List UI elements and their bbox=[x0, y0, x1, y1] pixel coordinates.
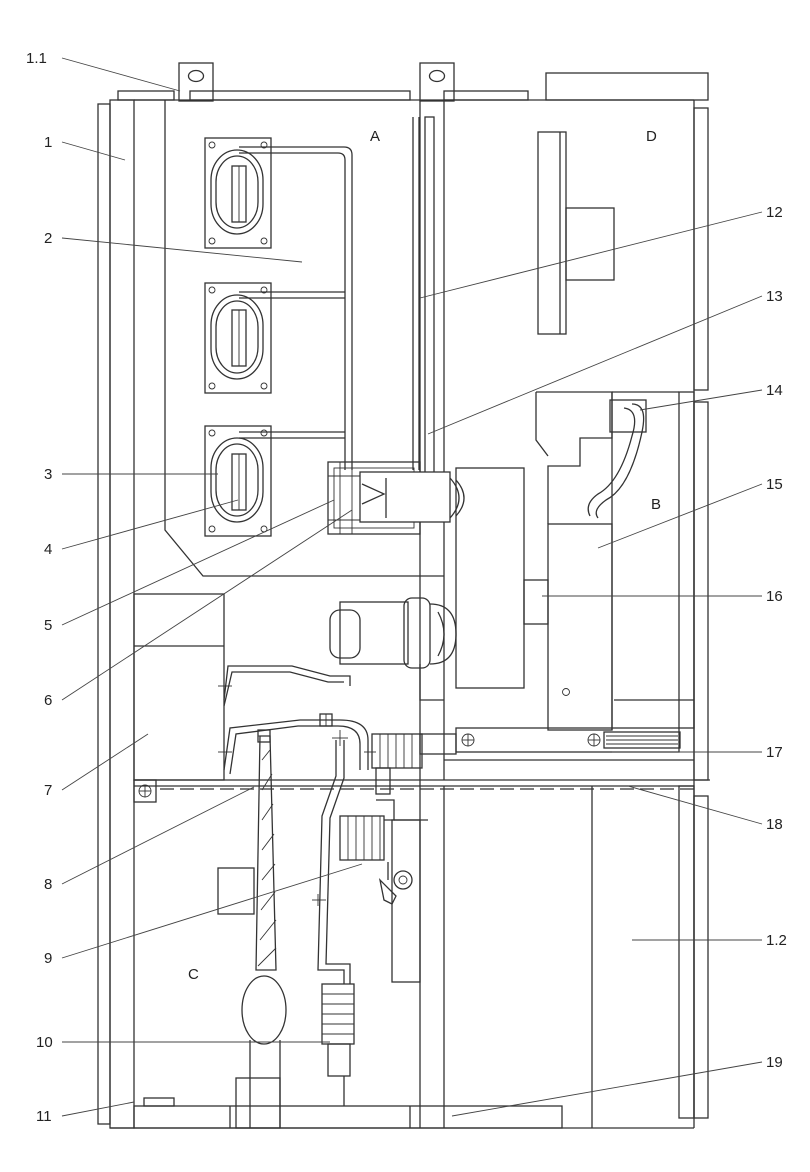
cabinet-frame bbox=[97, 62, 710, 1129]
label-10: 10 bbox=[36, 1034, 53, 1051]
label-15: 15 bbox=[766, 476, 783, 493]
busbar-insulator-top bbox=[204, 137, 272, 249]
busbar-insulator-middle bbox=[204, 282, 272, 394]
label-12: 12 bbox=[766, 204, 783, 221]
label-1-1: 1.1 bbox=[26, 50, 47, 67]
label-18: 18 bbox=[766, 816, 783, 833]
leader-lines bbox=[61, 57, 763, 1117]
callout-labels: 1.1 1 2 3 4 5 6 7 8 9 10 11 12 13 14 15 … bbox=[26, 50, 787, 1125]
label-8: 8 bbox=[44, 876, 52, 893]
label-3: 3 bbox=[44, 466, 52, 483]
label-9: 9 bbox=[44, 950, 52, 967]
label-4: 4 bbox=[44, 541, 52, 558]
busbar-insulator-bottom bbox=[204, 425, 272, 537]
left-middle-section bbox=[133, 593, 423, 795]
breaker-compartment bbox=[329, 391, 694, 761]
label-19: 19 bbox=[766, 1054, 783, 1071]
label-1-2: 1.2 bbox=[766, 932, 787, 949]
instrument-compartment bbox=[537, 131, 615, 335]
compartment-a-label: A bbox=[370, 128, 380, 145]
busbar-compartment bbox=[164, 100, 444, 577]
compartment-c-label: C bbox=[188, 966, 199, 983]
label-6: 6 bbox=[44, 692, 52, 709]
label-2: 2 bbox=[44, 230, 52, 247]
compartment-labels: A B C D bbox=[188, 128, 661, 983]
label-1: 1 bbox=[44, 134, 52, 151]
label-13: 13 bbox=[766, 288, 783, 305]
label-5: 5 bbox=[44, 617, 52, 634]
label-16: 16 bbox=[766, 588, 783, 605]
compartment-d-label: D bbox=[646, 128, 657, 145]
static-contact-box bbox=[327, 461, 465, 535]
label-17: 17 bbox=[766, 744, 783, 761]
label-11: 11 bbox=[36, 1108, 52, 1125]
compartment-b-label: B bbox=[651, 496, 661, 513]
label-14: 14 bbox=[766, 382, 783, 399]
label-7: 7 bbox=[44, 782, 52, 799]
cable-compartment bbox=[133, 735, 593, 1129]
